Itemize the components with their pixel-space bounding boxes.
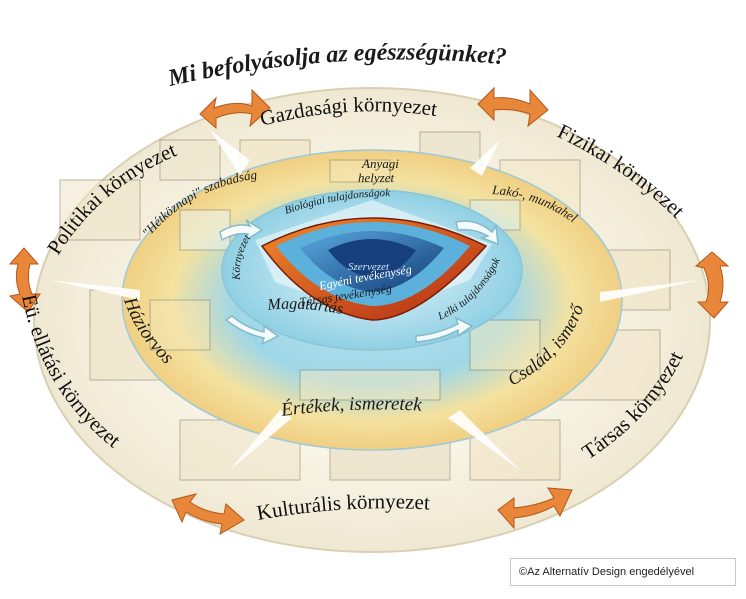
label-helyzet: helyzet [358, 170, 394, 185]
label-anyagi: Anyagi [361, 156, 399, 171]
sector-dividers [50, 130, 700, 470]
arrow-left [8, 247, 41, 313]
credit-box: ©Az Alternatív Design engedélyével [510, 558, 736, 586]
arrow-top-left [199, 88, 271, 130]
arrow-top-right [477, 86, 549, 128]
diagram-title: Mi befolyásolja az egészségünket? [165, 40, 508, 92]
ring-arrows [219, 219, 499, 346]
credit-text: ©Az Alternatív Design engedélyével [519, 566, 695, 578]
arrow-bottom-left [171, 493, 245, 535]
core-shape [255, 200, 492, 321]
orange-exchange-arrows [8, 86, 730, 535]
arrow-bottom-right [497, 487, 573, 530]
arrow-right [694, 251, 730, 319]
label-magatartas: Magatartás [266, 296, 345, 318]
label-szervezet: Szervezet [348, 261, 390, 273]
middle-sketches [149, 159, 541, 401]
